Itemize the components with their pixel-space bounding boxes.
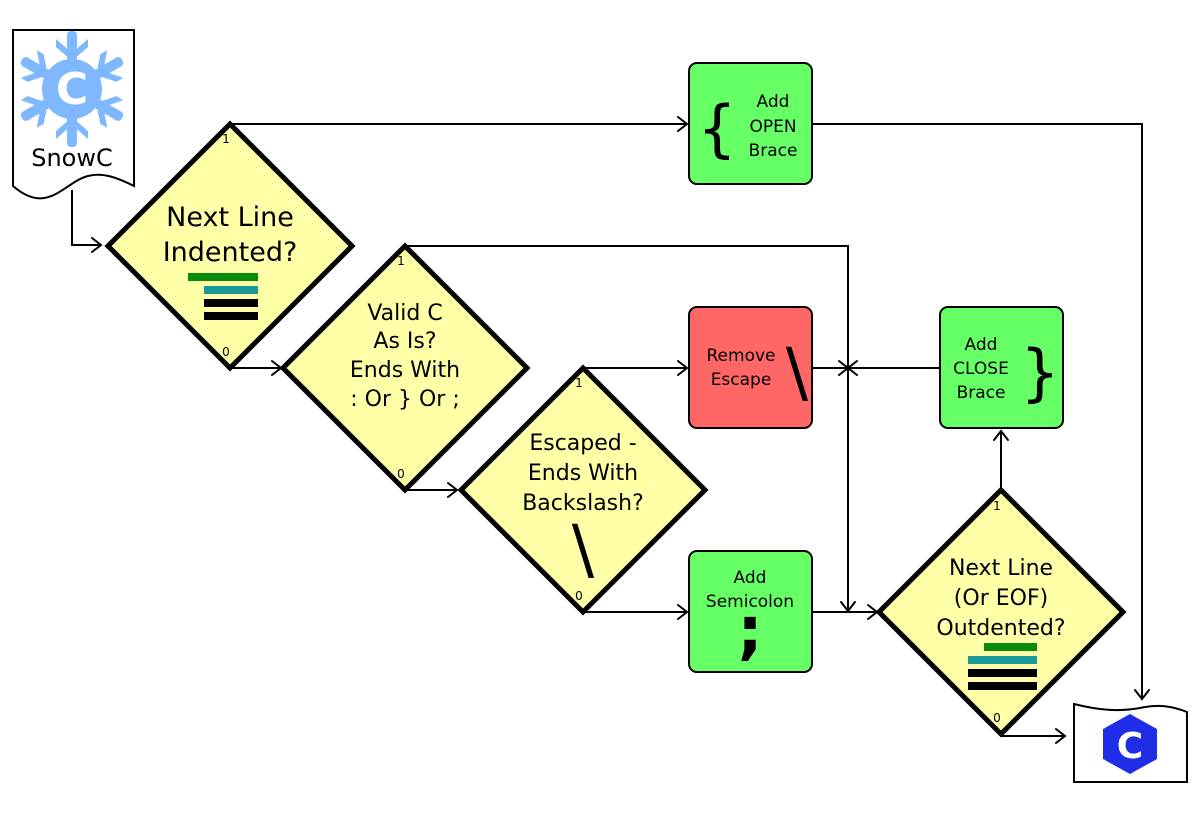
decision-line-3: Outdented?	[936, 616, 1065, 641]
arrowhead	[1134, 689, 1150, 701]
port-false-label: 0	[993, 711, 1001, 725]
snowflake-logo-letter: C	[56, 64, 88, 115]
action-add-open-brace: { Add OPEN Brace	[688, 62, 813, 185]
c-logo-letter: C	[1117, 726, 1143, 767]
arrowhead	[91, 237, 103, 253]
backslash-symbol: \	[786, 334, 809, 411]
open-brace-symbol: {	[697, 92, 736, 165]
semicolon-symbol: ;	[737, 594, 763, 668]
decision-line-2: As Is?	[373, 329, 436, 354]
port-true-label: 1	[222, 132, 230, 146]
action-line-3: Brace	[957, 383, 1006, 403]
arrowhead	[993, 429, 1009, 441]
decision-line-2: Indented?	[163, 237, 298, 268]
action-box	[688, 306, 813, 429]
decision-diamond	[104, 120, 356, 372]
arrowhead	[677, 604, 689, 620]
arrowhead	[1055, 728, 1067, 744]
backslash-symbol: \	[572, 511, 595, 588]
decision-diamond	[279, 242, 531, 494]
decision-line-1: Next Line	[166, 202, 294, 233]
c-output-document: C	[1073, 702, 1188, 783]
action-box	[688, 62, 813, 185]
action-line-2: Escape	[711, 370, 772, 390]
port-true-label: 1	[397, 254, 405, 268]
action-line-2: CLOSE	[953, 359, 1009, 379]
decision-line-3: Backslash?	[522, 491, 644, 516]
action-box	[939, 306, 1064, 429]
decision-line-1: Valid C	[367, 301, 442, 326]
decision-line-3: Ends With	[350, 358, 460, 383]
decision-next-line-indented: 1 0 Next Line Indented?	[104, 120, 356, 372]
action-box	[688, 550, 813, 673]
port-false-label: 0	[575, 589, 583, 603]
action-line-1: Add	[734, 568, 767, 588]
action-remove-escape: Remove Escape \	[688, 306, 813, 429]
outdent-bars-icon	[968, 643, 1037, 690]
action-line-2: OPEN	[749, 117, 796, 137]
action-line-1: Remove	[707, 346, 776, 366]
c-language-icon: C	[1103, 714, 1157, 774]
snowc-input-document: C SnowC	[12, 29, 135, 200]
arrowhead	[846, 360, 858, 376]
port-true-label: 1	[575, 376, 583, 390]
action-line-3: Brace	[749, 141, 798, 161]
port-false-label: 0	[222, 345, 230, 359]
arrowhead	[677, 116, 689, 132]
action-add-semicolon: Add Semicolon ;	[688, 550, 813, 673]
action-add-close-brace: Add CLOSE Brace }	[939, 306, 1064, 429]
action-line-2: Semicolon	[706, 592, 794, 612]
action-line-1: Add	[965, 335, 998, 355]
decision-escaped: 1 0 Escaped - Ends With Backslash? \	[457, 364, 709, 616]
arrowhead	[447, 482, 459, 498]
action-line-1: Add	[757, 92, 790, 112]
snowc-label: SnowC	[31, 144, 113, 172]
decision-line-2: Ends With	[528, 461, 638, 486]
decision-line-2: (Or EOF)	[954, 586, 1048, 611]
decision-line-4: : Or } Or ;	[350, 387, 460, 412]
snowflake-icon: C	[20, 31, 124, 147]
decision-line-1: Next Line	[949, 556, 1053, 581]
edge-open-brace-to-output	[812, 123, 1143, 698]
decision-diamond	[875, 486, 1127, 738]
decision-diamond	[457, 364, 709, 616]
decision-line-1: Escaped -	[529, 431, 636, 456]
port-true-label: 1	[993, 499, 1001, 513]
decision-valid-c: 1 0 Valid C As Is? Ends With : Or } Or ;	[279, 242, 531, 494]
arrowhead	[677, 360, 689, 376]
indent-bars-icon	[188, 273, 258, 320]
edge-snowc-to-indented	[71, 190, 100, 246]
port-false-label: 0	[397, 467, 405, 481]
close-brace-symbol: }	[1020, 336, 1059, 409]
decision-next-line-outdented: 1 0 Next Line (Or EOF) Outdented?	[875, 486, 1127, 738]
edge-valid-true-to-outdented	[405, 245, 849, 610]
edges	[71, 116, 1150, 744]
